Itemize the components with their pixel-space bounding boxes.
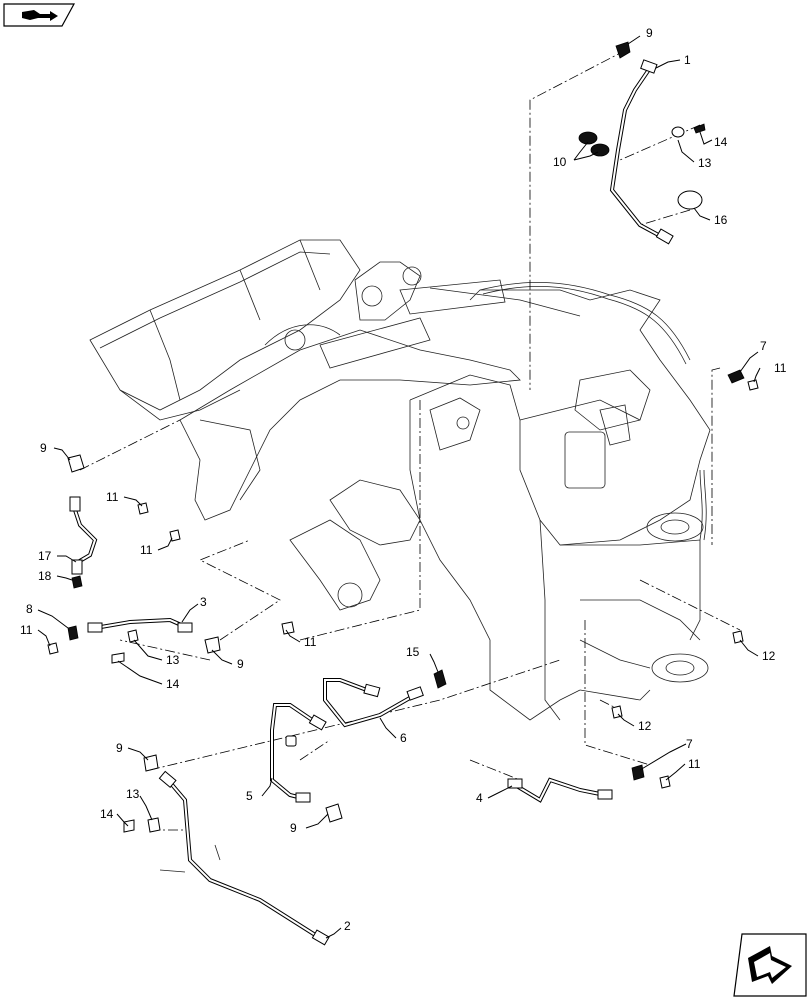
callout-9: 9 (40, 441, 47, 455)
callout-13: 13 (126, 787, 140, 801)
hose-2 (158, 770, 330, 946)
hose-1 (609, 59, 674, 245)
callout-14: 14 (714, 135, 728, 149)
callout-11: 11 (140, 543, 153, 557)
hose-4 (507, 777, 613, 803)
callout-18: 18 (38, 569, 52, 583)
callout-11: 11 (688, 757, 701, 771)
hose-6 (323, 678, 424, 728)
callout-11: 11 (20, 623, 33, 637)
callout-9: 9 (116, 741, 123, 755)
callout-12: 12 (762, 649, 776, 663)
hose-5 (270, 703, 327, 803)
callout-labels: 9 1 14 10 13 16 7 11 9 11 11 17 18 8 3 1… (20, 26, 787, 933)
callout-3: 3 (200, 595, 207, 609)
callout-17: 17 (38, 549, 52, 563)
callout-5: 5 (246, 789, 253, 803)
hose-3 (87, 617, 193, 633)
callout-11: 11 (774, 361, 787, 375)
callout-9: 9 (237, 657, 244, 671)
callout-1: 1 (684, 53, 691, 67)
callout-16: 16 (714, 213, 728, 227)
callout-13: 13 (166, 653, 180, 667)
callout-10: 10 (553, 155, 567, 169)
callout-9: 9 (646, 26, 653, 40)
callout-4: 4 (476, 791, 483, 805)
callout-14: 14 (100, 807, 114, 821)
callout-14: 14 (166, 677, 180, 691)
callout-11: 11 (304, 635, 317, 649)
callout-15: 15 (406, 645, 420, 659)
leader-lines (37, 35, 761, 939)
hose-17 (69, 496, 98, 575)
callout-7: 7 (760, 339, 767, 353)
callout-6: 6 (400, 731, 407, 745)
callout-12: 12 (638, 719, 652, 733)
loader-frame-drawing (89, 239, 711, 721)
callout-7: 7 (686, 737, 693, 751)
callout-9: 9 (290, 821, 297, 835)
callout-11: 11 (106, 490, 119, 504)
fittings (47, 41, 759, 833)
book-arrow-icon[interactable] (3, 3, 76, 27)
callout-8: 8 (26, 602, 33, 616)
callout-2: 2 (344, 919, 351, 933)
next-page-arrow-icon[interactable] (733, 933, 807, 997)
callout-13: 13 (698, 156, 712, 170)
